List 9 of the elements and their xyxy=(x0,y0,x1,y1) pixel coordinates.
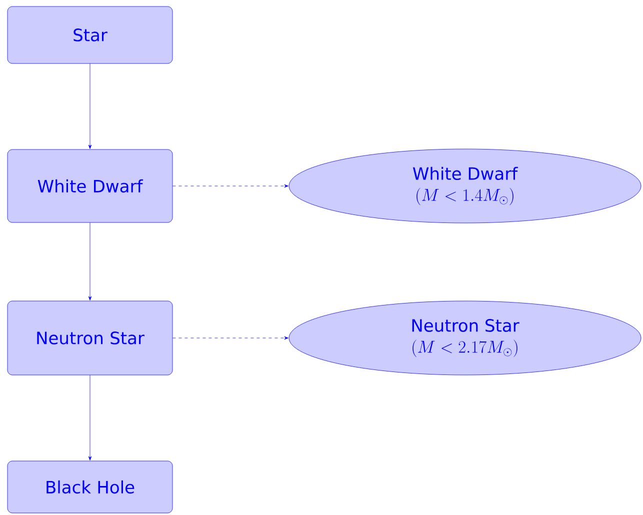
arrow xyxy=(172,336,288,340)
process-box: Star xyxy=(7,6,173,64)
process-box: Black Hole xyxy=(7,460,173,514)
process-box: Neutron Star xyxy=(7,300,173,376)
arrow xyxy=(88,64,92,149)
arrow xyxy=(88,222,92,300)
arrow xyxy=(172,184,288,188)
process-box: White Dwarf xyxy=(7,149,173,223)
arrow xyxy=(88,375,92,460)
